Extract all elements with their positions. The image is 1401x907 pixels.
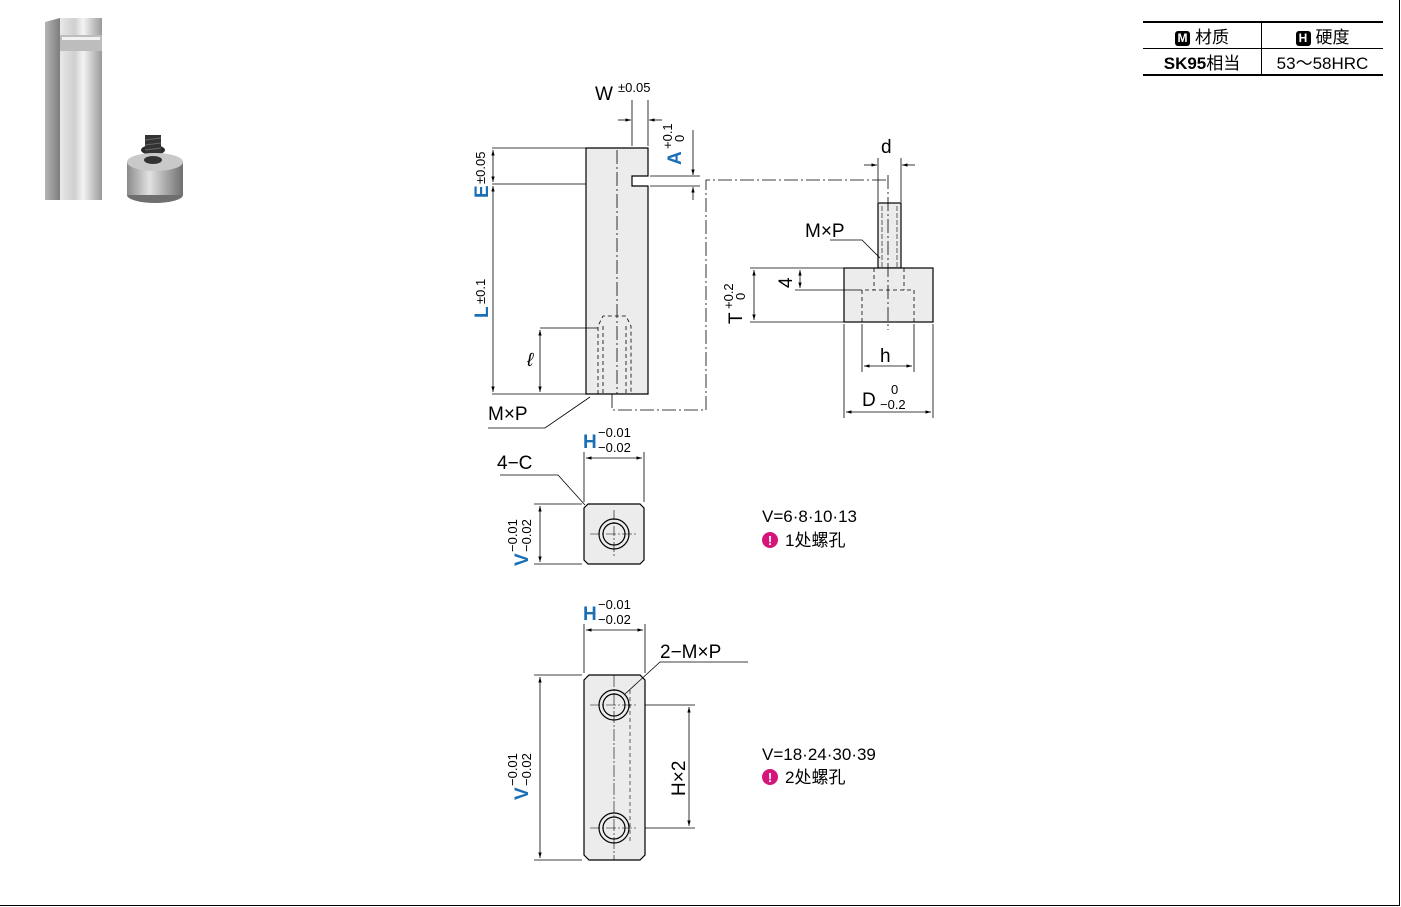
pin-view xyxy=(843,175,934,330)
dim-H-small-tol-lower: −0.02 xyxy=(598,440,631,455)
dim-V-small: V xyxy=(512,553,533,566)
dim-D-tol-upper: 0 xyxy=(891,382,898,397)
large-end-view xyxy=(583,674,646,861)
dim-ell: ℓ xyxy=(526,350,534,371)
dim-D: D xyxy=(862,390,876,411)
dim-d: d xyxy=(881,137,892,158)
dim-A: A xyxy=(665,151,686,165)
note-small-v: V=6·8·10·13 xyxy=(762,507,857,526)
material-code: SK95 xyxy=(1163,54,1207,73)
small-end-dimension-lines xyxy=(500,452,645,565)
dim-MxP-pin: M×P xyxy=(805,221,845,242)
hardness-header: 硬度 xyxy=(1315,28,1350,47)
material-header: 材质 xyxy=(1195,28,1229,47)
bar-dimension-lines xyxy=(488,100,886,429)
dim-V-large-tol-upper: −0.01 xyxy=(505,753,520,786)
hardness-badge: H xyxy=(1295,31,1311,46)
warning-icon xyxy=(762,532,778,548)
dim-T-tol-lower: 0 xyxy=(733,293,748,300)
dim-V-small-tol-lower: −0.02 xyxy=(519,519,534,552)
note-large-v: V=18·24·30·39 xyxy=(762,745,876,764)
note-small-holes: 1处螺孔 xyxy=(785,531,845,550)
note-large-holes: 2处螺孔 xyxy=(785,768,845,787)
hardness-header-cell: H 硬度 xyxy=(1261,22,1383,49)
dim-four: 4 xyxy=(776,277,797,288)
dim-E-tol: ±0.05 xyxy=(473,152,488,184)
dim-H-large: H xyxy=(583,604,597,625)
dim-V-small-tol-upper: −0.01 xyxy=(505,519,520,552)
dim-MxP-bar: M×P xyxy=(488,404,528,425)
product-photo xyxy=(45,18,183,203)
dim-H-large-tol-lower: −0.02 xyxy=(598,612,631,627)
dim-H-small: H xyxy=(583,432,597,453)
material-suffix: 相当 xyxy=(1206,54,1241,73)
dim-L: L xyxy=(472,306,493,318)
dim-2MxP: 2−M×P xyxy=(660,642,721,663)
pin-dimension-lines xyxy=(750,158,934,418)
dim-A-tol-upper: +0.1 xyxy=(660,123,675,149)
dim-T: T xyxy=(726,312,747,324)
dim-D-tol-lower: −0.2 xyxy=(880,397,906,412)
dim-H-large-tol-upper: −0.01 xyxy=(598,597,631,612)
dim-E: E xyxy=(472,185,493,198)
material-value-cell: SK95相当 xyxy=(1143,49,1262,76)
dim-V-large-tol-lower: −0.02 xyxy=(519,753,534,786)
dim-H-small-tol-upper: −0.01 xyxy=(598,425,631,440)
large-end-dimension-lines xyxy=(534,624,748,861)
dim-h: h xyxy=(880,346,891,367)
dim-A-tol-lower: 0 xyxy=(672,135,687,142)
svg-text:!: ! xyxy=(768,533,772,548)
dim-W: W xyxy=(595,84,613,105)
dim-Hx2: H×2 xyxy=(669,761,690,796)
spec-table: M 材质 H 硬度 SK95相当 53～58HRC xyxy=(1143,21,1383,76)
material-header-cell: M 材质 xyxy=(1143,22,1262,49)
dim-T-tol-upper: +0.2 xyxy=(721,283,736,309)
hardness-value: 53～58HRC xyxy=(1261,48,1383,75)
bar-side-view xyxy=(585,147,649,395)
dim-L-tol: ±0.1 xyxy=(473,279,488,304)
svg-text:!: ! xyxy=(768,770,772,785)
dim-4C: 4−C xyxy=(497,453,532,474)
small-end-view xyxy=(583,503,645,565)
dim-V-large: V xyxy=(512,787,533,800)
dim-W-tol: ±0.05 xyxy=(618,80,650,95)
warning-icon xyxy=(762,769,778,785)
material-badge: M xyxy=(1175,31,1190,46)
